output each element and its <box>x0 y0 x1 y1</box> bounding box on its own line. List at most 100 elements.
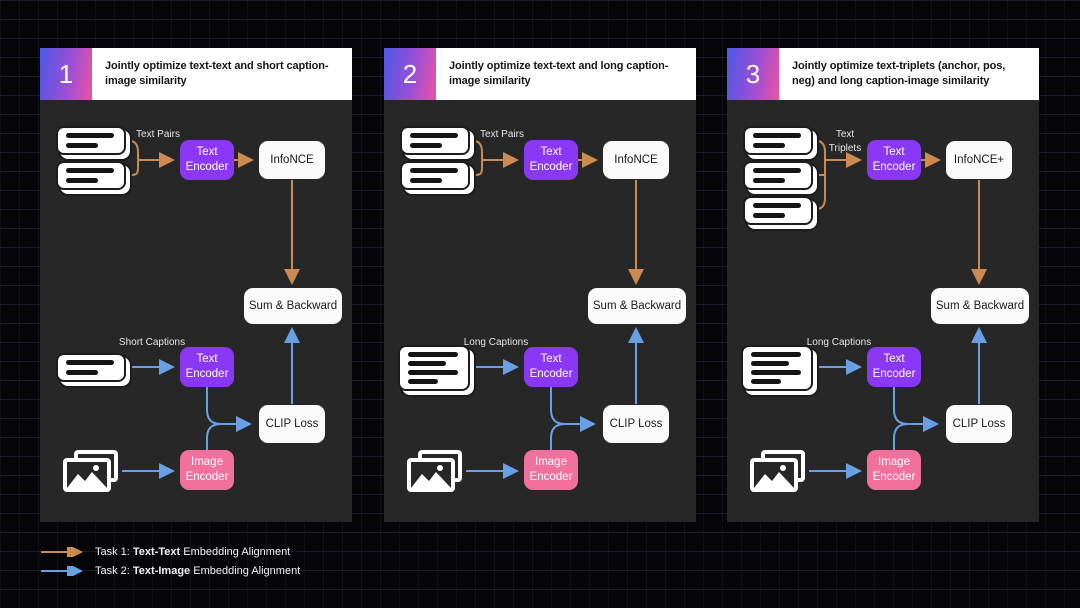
clip-loss-box: CLIP Loss <box>259 405 325 443</box>
text-line <box>408 379 438 384</box>
text-line <box>408 361 446 366</box>
text-line <box>753 203 801 208</box>
text-line <box>410 168 458 173</box>
task1-arrow-icon <box>41 547 83 557</box>
text-pairs-bracket <box>123 139 139 177</box>
bottom-input-label: Short Captions <box>118 337 186 348</box>
text-line <box>66 168 114 173</box>
panel-title: Jointly optimize text-text and long capt… <box>449 59 669 87</box>
text-encoder-box: Text Encoder <box>524 140 578 180</box>
bottom-input-label: Long Captions <box>806 337 872 348</box>
image-embedding-to-clip-curve <box>550 423 566 450</box>
legend-task2-label: Task 2: Text-Image Embedding Alignment <box>95 565 300 577</box>
legend-text-bold: Text-Image <box>132 565 191 577</box>
infonce-box: InfoNCE <box>603 141 669 179</box>
clip-loss-box: CLIP Loss <box>603 405 669 443</box>
text-line <box>753 143 785 148</box>
legend-text: Embedding Alignment <box>190 565 301 577</box>
image-stack-icon <box>750 450 805 492</box>
clip-loss-box: CLIP Loss <box>946 405 1012 443</box>
text-embedding-to-clip-arrow <box>893 387 939 432</box>
legend-text: Embedding Alignment <box>180 546 291 558</box>
panel-2-header: 2 Jointly optimize text-text and long ca… <box>384 48 696 100</box>
panel-1-header: 1 Jointly optimize text-text and short c… <box>40 48 352 100</box>
step-number-badge: 1 <box>40 48 92 100</box>
top-input-label: Text Pairs <box>480 129 524 140</box>
sum-backward-box: Sum & Backward <box>588 288 686 324</box>
step-number-badge: 3 <box>727 48 779 100</box>
image-stack-icon <box>63 450 118 492</box>
sum-backward-box: Sum & Backward <box>931 288 1029 324</box>
text-line <box>753 213 785 218</box>
sum-backward-box: Sum & Backward <box>244 288 342 324</box>
infonce-box: InfoNCE <box>259 141 325 179</box>
text-document-icon <box>56 161 126 190</box>
text-line <box>410 133 458 138</box>
text-line <box>751 370 801 375</box>
image-encoder-box: Image Encoder <box>867 450 921 490</box>
text-line <box>66 360 114 365</box>
panel-3-header: 3 Jointly optimize text-triplets (anchor… <box>727 48 1039 100</box>
caption-document-icon <box>398 345 470 391</box>
text-document-icon <box>400 126 470 155</box>
text-line <box>66 370 98 375</box>
text-encoder-box: Text Encoder <box>867 140 921 180</box>
panel-1-body: Text Pairs Text Encoder InfoNCE Sum & Ba… <box>40 100 352 522</box>
caption-document-icon <box>741 345 813 391</box>
legend-task1-row: Task 1: Text-Text Embedding Alignment <box>40 545 300 559</box>
panel-2-body: Text Pairs Text Encoder InfoNCE Sum & Ba… <box>384 100 696 522</box>
text-line <box>408 370 458 375</box>
connector-arrows <box>122 139 300 479</box>
legend-text-bold: Text-Text <box>132 546 181 558</box>
text-line <box>751 352 801 357</box>
legend-task1-label: Task 1: Text-Text Embedding Alignment <box>95 546 290 558</box>
image-embedding-to-clip-curve <box>893 423 909 450</box>
top-input-label: Text Pairs <box>136 129 180 140</box>
image-encoder-box: Image Encoder <box>180 450 234 490</box>
text-document-icon <box>56 126 126 155</box>
text-encoder-box: Text Encoder <box>524 347 578 387</box>
text-line <box>753 178 785 183</box>
image-embedding-to-clip-curve <box>206 423 222 450</box>
text-line <box>753 168 801 173</box>
text-line <box>66 133 114 138</box>
text-document-icon <box>400 161 470 190</box>
text-line <box>66 178 98 183</box>
panel-1: 1 Jointly optimize text-text and short c… <box>40 48 352 522</box>
text-line <box>408 352 458 357</box>
text-encoder-box: Text Encoder <box>180 347 234 387</box>
connector-arrows <box>809 139 987 479</box>
infonce-plus-box: InfoNCE+ <box>946 141 1012 179</box>
panel-2: 2 Jointly optimize text-text and long ca… <box>384 48 696 522</box>
legend-text: Task 1: <box>95 546 133 558</box>
text-embedding-to-clip-arrow <box>206 387 252 432</box>
panel-title: Jointly optimize text-triplets (anchor, … <box>792 59 1006 87</box>
text-line <box>410 143 442 148</box>
image-encoder-box: Image Encoder <box>524 450 578 490</box>
text-line <box>410 178 442 183</box>
legend-text: Task 2: <box>95 565 133 577</box>
step-number-badge: 2 <box>384 48 436 100</box>
task2-arrow-icon <box>41 566 83 576</box>
text-encoder-box: Text Encoder <box>180 140 234 180</box>
image-stack-icon <box>407 450 462 492</box>
top-input-label: Text Triplets <box>828 129 862 154</box>
text-line <box>751 361 789 366</box>
panel-3-body: Text Triplets Text Encoder InfoNCE+ Sum … <box>727 100 1039 522</box>
text-line <box>66 143 98 148</box>
text-document-icon <box>743 126 813 155</box>
text-pairs-bracket <box>467 139 483 177</box>
legend-task2-row: Task 2: Text-Image Embedding Alignment <box>40 564 300 578</box>
bottom-input-label: Long Captions <box>463 337 529 348</box>
connector-arrows <box>466 139 644 479</box>
text-embedding-to-clip-arrow <box>550 387 596 432</box>
text-document-icon <box>743 196 813 225</box>
caption-document-icon <box>56 353 126 382</box>
text-line <box>753 133 801 138</box>
panel-3: 3 Jointly optimize text-triplets (anchor… <box>727 48 1039 522</box>
text-line <box>751 379 781 384</box>
panel-title: Jointly optimize text-text and short cap… <box>105 59 329 87</box>
text-document-icon <box>743 161 813 190</box>
legend: Task 1: Text-Text Embedding Alignment Ta… <box>40 545 300 578</box>
